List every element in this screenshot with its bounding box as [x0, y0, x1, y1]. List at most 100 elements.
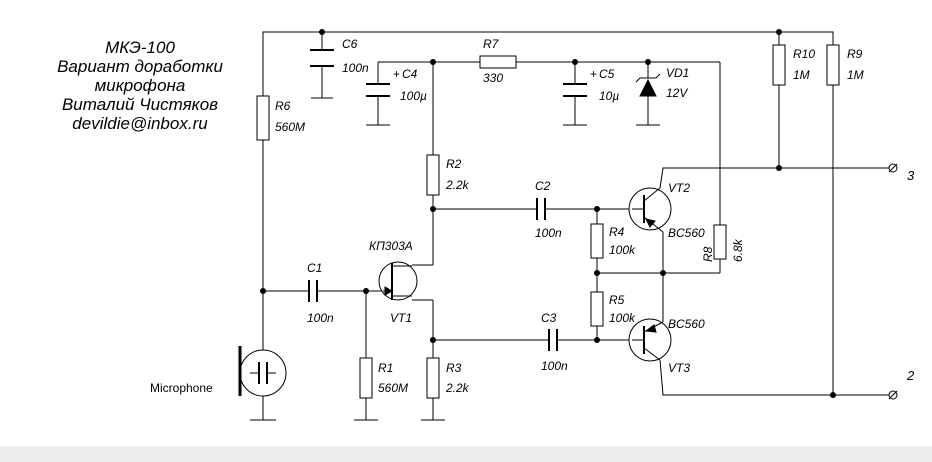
c4-ref: C4 — [402, 67, 418, 81]
wire-top-rail — [262, 31, 834, 96]
vt1-gate-arrow — [384, 286, 394, 296]
wire-out3 — [659, 167, 889, 189]
microphone-symbol — [238, 346, 287, 397]
terminal-2-label: 2 — [906, 368, 915, 383]
labels: C6 100n + C4 100µ R7 330 + C5 10µ VD1 12… — [150, 37, 915, 395]
junction — [830, 392, 836, 398]
junction — [430, 206, 436, 212]
vt3-circle — [628, 318, 672, 362]
r3-ref: R3 — [446, 361, 462, 375]
c4-plus: + — [393, 67, 400, 81]
c5-value: 10µ — [599, 89, 619, 103]
vt3-collector — [643, 347, 661, 361]
r1-body — [359, 357, 373, 399]
r3-body — [426, 357, 440, 399]
r4-ref: R4 — [609, 225, 625, 239]
vt2-ref: VT2 — [668, 181, 690, 195]
vt2-emitter-arrow — [645, 218, 656, 228]
resistors — [256, 44, 840, 399]
junction — [594, 206, 600, 212]
r2-ref: R2 — [446, 157, 462, 171]
r2-value: 2.2k — [445, 178, 470, 192]
c3-value: 100n — [541, 359, 568, 373]
junction — [776, 29, 782, 35]
c5-ref: C5 — [599, 67, 615, 81]
c4-value: 100µ — [400, 89, 427, 103]
wire-out2 — [659, 359, 889, 396]
c1-ref: C1 — [307, 261, 322, 275]
r10-body — [772, 44, 786, 86]
vd1-value: 12V — [666, 86, 688, 100]
capacitors — [308, 49, 587, 351]
r5-body — [590, 291, 604, 327]
vt3-symbol — [628, 318, 672, 362]
r6-body — [256, 95, 270, 141]
vt3-type: BC560 — [668, 317, 705, 331]
r7-ref: R7 — [483, 37, 500, 51]
r10-value: 1M — [793, 68, 810, 82]
junction — [660, 270, 666, 276]
title-line-email: devildie@inbox.ru — [72, 114, 208, 133]
vd1-symbol — [635, 73, 661, 97]
c2-ref: C2 — [535, 179, 551, 193]
c5-plus: + — [590, 67, 597, 81]
vt2-collector — [643, 187, 661, 202]
r7-body — [479, 55, 517, 69]
vd1-triangle — [639, 78, 657, 97]
c6-value: 100n — [342, 61, 369, 75]
r1-ref: R1 — [378, 361, 393, 375]
title-line-author: Виталий Чистяков — [61, 95, 219, 114]
r8-value: 6.8k — [731, 238, 745, 262]
junction — [430, 59, 436, 65]
r9-body — [826, 44, 840, 86]
r6-value: 560M — [275, 120, 305, 134]
junction — [645, 59, 651, 65]
r5-ref: R5 — [609, 293, 625, 307]
wires — [250, 31, 889, 421]
r9-ref: R9 — [847, 47, 863, 61]
junction — [594, 337, 600, 343]
title-block: МКЭ-100 Вариант доработки микрофона Вита… — [20, 38, 260, 133]
vt3-ref: VT3 — [668, 361, 690, 375]
junction — [319, 29, 325, 35]
c2-value: 100n — [535, 226, 562, 240]
vt1-symbol — [378, 261, 418, 301]
microphone-label: Microphone — [150, 381, 213, 395]
junction — [430, 337, 436, 343]
vt2-type: BC560 — [668, 226, 705, 240]
vt3-emitter-arrow — [644, 324, 657, 333]
r4-value: 100k — [609, 243, 636, 257]
c6-ref: C6 — [342, 37, 358, 51]
title-line-subtitle: Вариант доработки — [57, 57, 223, 76]
r10-ref: R10 — [793, 47, 815, 61]
r3-value: 2.2k — [445, 381, 470, 395]
r9-value: 1M — [847, 68, 864, 82]
vt2-circle — [628, 187, 672, 231]
junction — [776, 165, 782, 171]
terminal-2-slash — [888, 390, 898, 400]
terminal-3-slash — [888, 163, 898, 173]
r7-value: 330 — [483, 71, 503, 85]
vt1-ref: VT1 — [390, 311, 412, 325]
r8-body — [713, 224, 727, 260]
r8-ref: R8 — [701, 246, 715, 262]
mic-circle — [239, 349, 287, 397]
footer-bar — [0, 446, 932, 462]
vt2-symbol — [628, 187, 672, 233]
terminal-3-label: 3 — [907, 168, 915, 183]
r2-body — [426, 154, 440, 196]
junction — [572, 59, 578, 65]
r5-value: 100k — [609, 311, 636, 325]
vd1-ref: VD1 — [666, 66, 689, 80]
title-line-subtitle-2: микрофона — [94, 76, 186, 95]
junction — [260, 288, 266, 294]
c1-value: 100n — [307, 311, 334, 325]
title-line-model: МКЭ-100 — [105, 38, 175, 57]
c3-ref: C3 — [541, 311, 557, 325]
junction — [363, 288, 369, 294]
r1-value: 560M — [378, 381, 408, 395]
vd1-bar — [635, 73, 661, 83]
terminals — [888, 163, 898, 400]
r4-body — [590, 223, 604, 259]
